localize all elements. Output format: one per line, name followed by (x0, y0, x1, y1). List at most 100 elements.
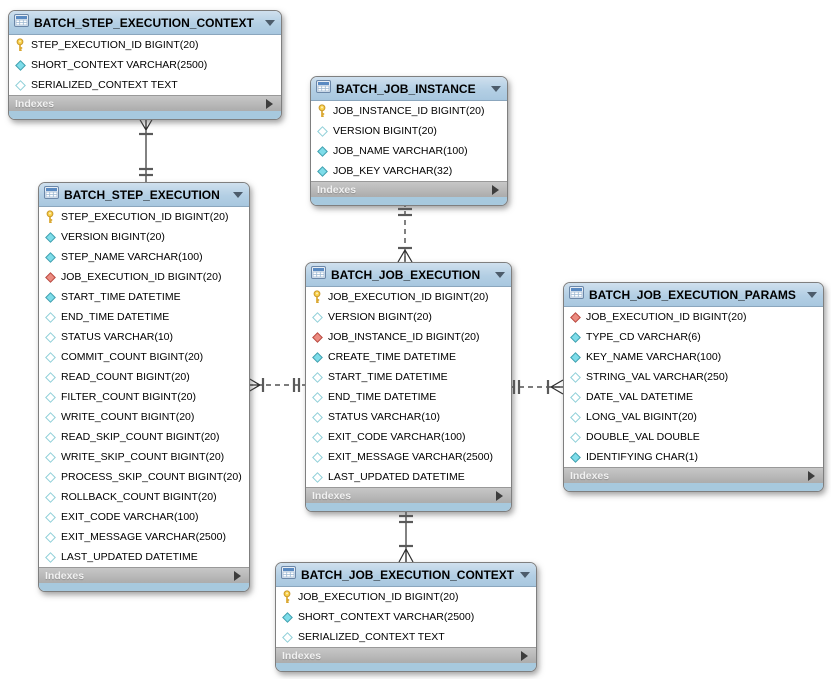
expand-right-icon[interactable] (234, 570, 241, 581)
expand-right-icon[interactable] (521, 650, 528, 661)
column-row[interactable]: END_TIME DATETIME (39, 307, 249, 327)
indexes-row[interactable]: Indexes (276, 647, 536, 663)
column-row[interactable]: JOB_EXECUTION_ID BIGINT(20) (276, 587, 536, 607)
column-row[interactable]: JOB_EXECUTION_ID BIGINT(20) (306, 287, 511, 307)
column-label: STRING_VAL VARCHAR(250) (586, 371, 729, 383)
table-batch-job-execution-params[interactable]: BATCH_JOB_EXECUTION_PARAMS JOB_EXECUTION… (563, 282, 824, 492)
column-row[interactable]: STEP_NAME VARCHAR(100) (39, 247, 249, 267)
column-row[interactable]: EXIT_CODE VARCHAR(100) (306, 427, 511, 447)
nullable-icon (311, 391, 323, 403)
column-row[interactable]: JOB_INSTANCE_ID BIGINT(20) (311, 101, 507, 121)
column-row[interactable]: JOB_EXECUTION_ID BIGINT(20) (564, 307, 823, 327)
column-label: READ_SKIP_COUNT BIGINT(20) (61, 431, 220, 443)
nullable-icon (311, 451, 323, 463)
column-row[interactable]: VERSION BIGINT(20) (311, 121, 507, 141)
expand-right-icon[interactable] (492, 184, 499, 195)
table-batch-job-execution[interactable]: BATCH_JOB_EXECUTION JOB_EXECUTION_ID BIG… (305, 262, 512, 512)
column-label: READ_COUNT BIGINT(20) (61, 371, 190, 383)
table-icon (569, 285, 584, 304)
column-label: VERSION BIGINT(20) (333, 125, 437, 137)
indexes-row[interactable]: Indexes (311, 181, 507, 197)
column-row[interactable]: WRITE_COUNT BIGINT(20) (39, 407, 249, 427)
column-row[interactable]: LONG_VAL BIGINT(20) (564, 407, 823, 427)
column-row[interactable]: SHORT_CONTEXT VARCHAR(2500) (9, 55, 281, 75)
column-row[interactable]: START_TIME DATETIME (306, 367, 511, 387)
chevron-down-icon[interactable] (495, 271, 505, 278)
table-header[interactable]: BATCH_STEP_EXECUTION (39, 183, 249, 207)
table-header[interactable]: BATCH_JOB_EXECUTION_PARAMS (564, 283, 823, 307)
column-row[interactable]: SERIALIZED_CONTEXT TEXT (276, 627, 536, 647)
column-row[interactable]: SHORT_CONTEXT VARCHAR(2500) (276, 607, 536, 627)
column-row[interactable]: EXIT_CODE VARCHAR(100) (39, 507, 249, 527)
relationship-job-execution-to-params[interactable] (510, 379, 564, 395)
column-row[interactable]: COMMIT_COUNT BIGINT(20) (39, 347, 249, 367)
expand-right-icon[interactable] (496, 490, 503, 501)
expand-right-icon[interactable] (808, 470, 815, 481)
table-header[interactable]: BATCH_JOB_INSTANCE (311, 77, 507, 101)
expand-right-icon[interactable] (266, 98, 273, 109)
column-label: VERSION BIGINT(20) (61, 231, 165, 243)
chevron-down-icon[interactable] (807, 291, 817, 298)
column-row[interactable]: VERSION BIGINT(20) (306, 307, 511, 327)
column-row[interactable]: START_TIME DATETIME (39, 287, 249, 307)
column-row[interactable]: END_TIME DATETIME (306, 387, 511, 407)
column-label: STEP_EXECUTION_ID BIGINT(20) (31, 39, 199, 51)
chevron-down-icon[interactable] (233, 191, 243, 198)
relationship-job-instance-to-job-execution[interactable] (397, 202, 413, 263)
table-title: BATCH_JOB_EXECUTION_CONTEXT (301, 567, 515, 582)
table-batch-step-execution-context[interactable]: BATCH_STEP_EXECUTION_CONTEXT STEP_EXECUT… (8, 10, 282, 120)
column-row[interactable]: VERSION BIGINT(20) (39, 227, 249, 247)
chevron-down-icon[interactable] (491, 85, 501, 92)
column-label: EXIT_CODE VARCHAR(100) (61, 511, 199, 523)
column-row[interactable]: STRING_VAL VARCHAR(250) (564, 367, 823, 387)
column-row[interactable]: PROCESS_SKIP_COUNT BIGINT(20) (39, 467, 249, 487)
column-label: JOB_EXECUTION_ID BIGINT(20) (61, 271, 222, 283)
relationship-step-context-to-step-execution[interactable] (138, 117, 154, 182)
not-null-icon (569, 451, 581, 463)
nullable-icon (316, 125, 328, 137)
column-row[interactable]: WRITE_SKIP_COUNT BIGINT(20) (39, 447, 249, 467)
nullable-icon (569, 431, 581, 443)
nullable-icon (569, 391, 581, 403)
column-row[interactable]: READ_SKIP_COUNT BIGINT(20) (39, 427, 249, 447)
table-batch-step-execution[interactable]: BATCH_STEP_EXECUTION STEP_EXECUTION_ID B… (38, 182, 250, 592)
column-row[interactable]: TYPE_CD VARCHAR(6) (564, 327, 823, 347)
column-row[interactable]: DATE_VAL DATETIME (564, 387, 823, 407)
column-row[interactable]: ROLLBACK_COUNT BIGINT(20) (39, 487, 249, 507)
column-row[interactable]: IDENTIFYING CHAR(1) (564, 447, 823, 467)
column-row[interactable]: DOUBLE_VAL DOUBLE (564, 427, 823, 447)
column-row[interactable]: STEP_EXECUTION_ID BIGINT(20) (39, 207, 249, 227)
column-row[interactable]: LAST_UPDATED DATETIME (39, 547, 249, 567)
indexes-row[interactable]: Indexes (306, 487, 511, 503)
table-header[interactable]: BATCH_JOB_EXECUTION_CONTEXT (276, 563, 536, 587)
column-row[interactable]: SERIALIZED_CONTEXT TEXT (9, 75, 281, 95)
table-header[interactable]: BATCH_JOB_EXECUTION (306, 263, 511, 287)
indexes-label: Indexes (570, 469, 610, 482)
table-batch-job-execution-context[interactable]: BATCH_JOB_EXECUTION_CONTEXT JOB_EXECUTIO… (275, 562, 537, 672)
column-row[interactable]: KEY_NAME VARCHAR(100) (564, 347, 823, 367)
column-row[interactable]: JOB_INSTANCE_ID BIGINT(20) (306, 327, 511, 347)
column-row[interactable]: JOB_EXECUTION_ID BIGINT(20) (39, 267, 249, 287)
column-row[interactable]: EXIT_MESSAGE VARCHAR(2500) (306, 447, 511, 467)
column-row[interactable]: JOB_KEY VARCHAR(32) (311, 161, 507, 181)
indexes-row[interactable]: Indexes (9, 95, 281, 111)
relationship-step-execution-to-job-execution[interactable] (247, 377, 305, 393)
column-row[interactable]: STATUS VARCHAR(10) (306, 407, 511, 427)
indexes-row[interactable]: Indexes (39, 567, 249, 583)
column-row[interactable]: STEP_EXECUTION_ID BIGINT(20) (9, 35, 281, 55)
column-row[interactable]: STATUS VARCHAR(10) (39, 327, 249, 347)
column-label: END_TIME DATETIME (61, 311, 170, 323)
column-row[interactable]: CREATE_TIME DATETIME (306, 347, 511, 367)
column-row[interactable]: READ_COUNT BIGINT(20) (39, 367, 249, 387)
table-header[interactable]: BATCH_STEP_EXECUTION_CONTEXT (9, 11, 281, 35)
column-row[interactable]: JOB_NAME VARCHAR(100) (311, 141, 507, 161)
column-row[interactable]: FILTER_COUNT BIGINT(20) (39, 387, 249, 407)
not-null-icon (316, 145, 328, 157)
column-row[interactable]: LAST_UPDATED DATETIME (306, 467, 511, 487)
relationship-job-execution-to-context[interactable] (398, 508, 414, 563)
chevron-down-icon[interactable] (265, 19, 275, 26)
chevron-down-icon[interactable] (520, 571, 530, 578)
column-row[interactable]: EXIT_MESSAGE VARCHAR(2500) (39, 527, 249, 547)
indexes-row[interactable]: Indexes (564, 467, 823, 483)
table-batch-job-instance[interactable]: BATCH_JOB_INSTANCE JOB_INSTANCE_ID BIGIN… (310, 76, 508, 206)
